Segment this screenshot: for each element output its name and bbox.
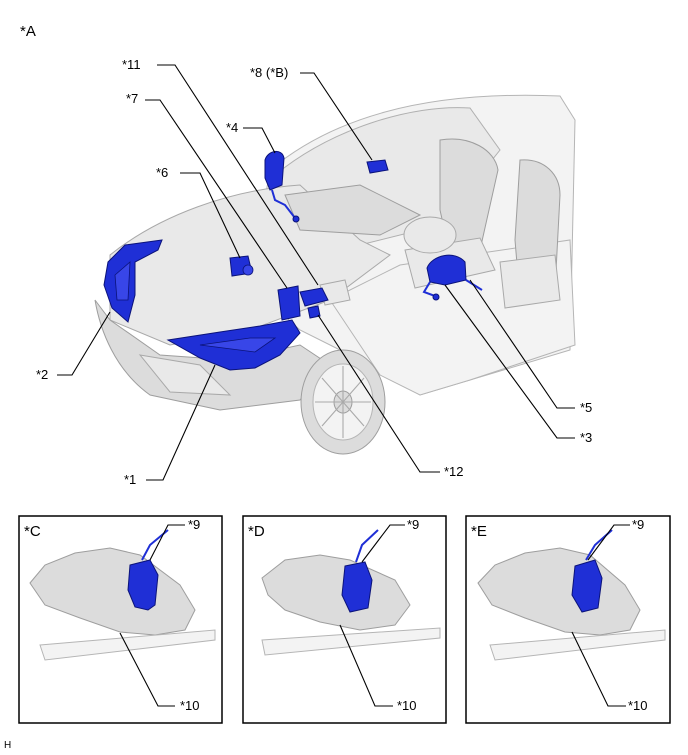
left-headlamp bbox=[103, 239, 163, 323]
figure-code: H bbox=[4, 740, 11, 751]
callout-2: *2 bbox=[36, 367, 48, 382]
inset-c-label: *C bbox=[24, 523, 41, 540]
inset-d-callout-10: *10 bbox=[397, 698, 417, 713]
component-8 bbox=[366, 159, 389, 174]
inset-e-label: *E bbox=[471, 523, 487, 540]
component-11 bbox=[299, 287, 329, 307]
fuel-pump-e bbox=[571, 559, 603, 613]
component-12 bbox=[307, 305, 321, 319]
inset-d-label: *D bbox=[248, 523, 265, 540]
inset-d-callout-9: *9 bbox=[407, 517, 419, 532]
callout-4: *4 bbox=[226, 120, 238, 135]
callout-3: *3 bbox=[580, 430, 592, 445]
fuel-pump-c bbox=[127, 559, 159, 611]
inset-c: *C *9 *10 bbox=[18, 515, 223, 724]
callout-7: *7 bbox=[126, 91, 138, 106]
highlighted-components bbox=[103, 151, 483, 371]
callout-1: *1 bbox=[124, 472, 136, 487]
callout-leaders bbox=[57, 64, 575, 481]
callout-6: *6 bbox=[156, 165, 168, 180]
inset-e-callout-9: *9 bbox=[632, 517, 644, 532]
callout-5: *5 bbox=[580, 400, 592, 415]
callout-8: *8 (*B) bbox=[250, 65, 288, 80]
vehicle-illustration bbox=[94, 94, 576, 455]
fuel-pump-d bbox=[341, 561, 373, 613]
callout-12: *12 bbox=[444, 464, 464, 479]
panel-label-a: *A bbox=[20, 23, 36, 40]
right-mirror bbox=[426, 254, 467, 286]
callout-11: *11 bbox=[122, 57, 141, 72]
left-mirror bbox=[264, 151, 285, 191]
inset-e-callout-10: *10 bbox=[628, 698, 648, 713]
inset-c-callout-9: *9 bbox=[188, 517, 200, 532]
inset-c-callout-10: *10 bbox=[180, 698, 200, 713]
inset-e: *E *9 *10 bbox=[465, 515, 671, 724]
component-7 bbox=[277, 285, 301, 321]
inset-d: *D *9 *10 bbox=[242, 515, 447, 724]
